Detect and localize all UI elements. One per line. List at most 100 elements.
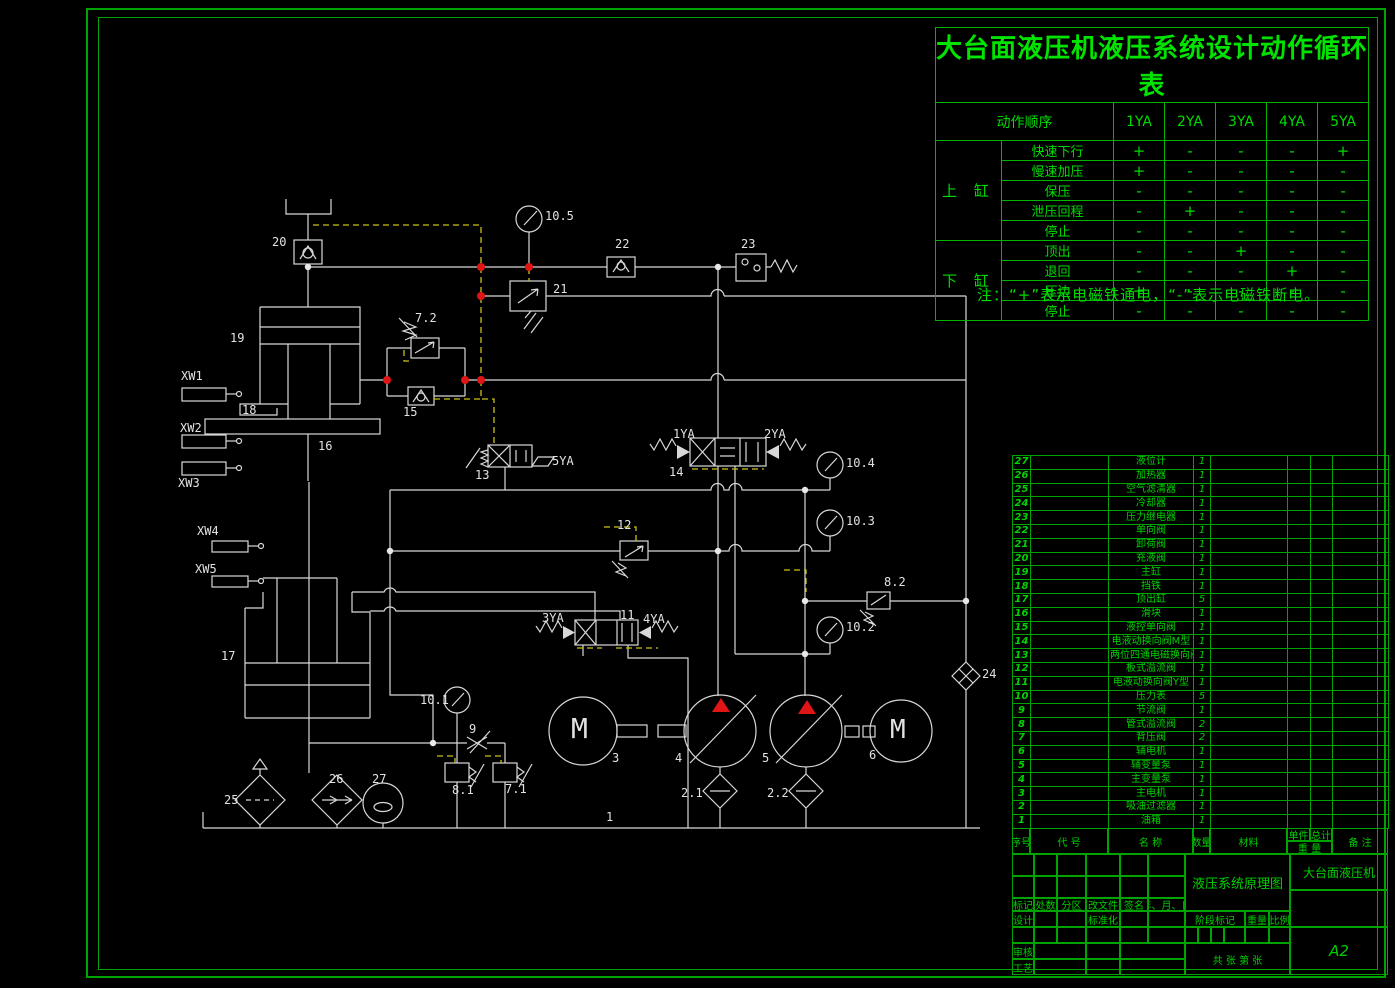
drawing-title: 液压系统原理图: [1185, 854, 1290, 911]
solenoid-header: 4YA: [1266, 102, 1318, 141]
state-cell: -: [1164, 140, 1216, 161]
bom-row: 3 主电机 1: [1012, 786, 1389, 801]
bom-remark: [1332, 661, 1389, 677]
rev-cell: [1057, 854, 1086, 876]
bom-seq: 12: [1012, 661, 1031, 677]
state-cell: -: [1316, 240, 1370, 261]
bom-seq: 23: [1012, 510, 1031, 525]
bom-total: [1310, 730, 1333, 746]
bom-material: [1210, 592, 1288, 608]
bom-total: [1310, 523, 1333, 539]
bom-total: [1310, 799, 1333, 815]
component-label: 22: [615, 237, 630, 251]
state-cell: -: [1113, 240, 1165, 261]
limit-switch-xw2: [181, 434, 243, 449]
bom-total: [1310, 551, 1333, 567]
bom-qty: 1: [1193, 620, 1211, 636]
component-label: 5YA: [552, 454, 574, 468]
bom-material: [1210, 620, 1288, 636]
component-label: 23: [741, 237, 756, 251]
sig-cell: [1057, 911, 1086, 927]
rev-cell: [1148, 876, 1185, 898]
bom-code: [1030, 634, 1109, 650]
component-label: 25: [224, 793, 239, 807]
bom-code: [1030, 648, 1109, 663]
bom-qty: 2: [1193, 717, 1211, 732]
bom-row: 22 单向阀 1: [1012, 523, 1389, 539]
state-cell: -: [1215, 220, 1267, 241]
pressure-relay-23: [735, 253, 767, 282]
limit-switch-xw5: [211, 575, 265, 588]
bom-qty: 1: [1193, 537, 1211, 553]
component-label: 1YA: [673, 427, 695, 441]
bom-header-total: 总计: [1310, 828, 1332, 841]
bom-code: [1030, 772, 1109, 788]
bom-row: 25 空气滤清器 1: [1012, 482, 1389, 498]
bom-seq: 19: [1012, 565, 1031, 581]
bom-remark: [1332, 786, 1389, 801]
bom-name: 辅变量泵: [1108, 758, 1194, 774]
bom-total: [1310, 634, 1333, 650]
bom-row: 24 冷却器 1: [1012, 496, 1389, 512]
bom-material: [1210, 523, 1288, 539]
bom-remark: [1332, 648, 1389, 663]
state-cell: -: [1113, 300, 1165, 321]
bom-unit: [1287, 675, 1311, 691]
rev-cell: [1086, 854, 1120, 876]
bom-qty: 1: [1193, 675, 1211, 691]
bom-seq: 11: [1012, 675, 1031, 691]
bom-name: 吸油过滤器: [1108, 799, 1194, 815]
weight-label: 重量: [1245, 911, 1269, 927]
component-label: 13: [475, 468, 490, 482]
rev-cell: [1057, 876, 1086, 898]
state-cell: -: [1164, 180, 1216, 201]
component-label: 15: [403, 405, 418, 419]
bom-remark: [1332, 551, 1389, 567]
sheets-label: 共 张 第 张: [1185, 943, 1290, 975]
bom-row: 13 两位四通电磁换向阀 1: [1012, 648, 1389, 663]
bom-code: [1030, 675, 1109, 691]
state-cell: -: [1316, 260, 1370, 281]
sig-cell: [1034, 927, 1057, 943]
bom-unit: [1287, 606, 1311, 622]
lower-cylinder-group: 下 缸: [935, 240, 1002, 321]
blank-cell: [1290, 890, 1388, 927]
bom-name: 主变量泵: [1108, 772, 1194, 788]
bom-header-weight: 重 量: [1287, 841, 1332, 854]
bom-unit: [1287, 523, 1311, 539]
cycle-table-note: 注：“+”表示电磁铁通电，“-”表示电磁铁断电。: [977, 286, 1321, 304]
bom-header-qty: 数量: [1193, 828, 1210, 854]
bom-table: 27 液位计 1 26 加热器 1: [1012, 455, 1389, 829]
stage-mark-label: 阶段标记: [1185, 911, 1245, 927]
bom-name: 油箱: [1108, 813, 1194, 829]
bom-unit: [1287, 592, 1311, 608]
bom-qty: 1: [1193, 661, 1211, 677]
bom-unit: [1287, 717, 1311, 732]
component-label: 20: [272, 235, 287, 249]
bom-remark: [1332, 592, 1389, 608]
bom-unit: [1287, 758, 1311, 774]
bom-qty: 1: [1193, 799, 1211, 815]
paper-size: A2: [1290, 927, 1388, 975]
bom-unit: [1287, 510, 1311, 525]
bom-qty: 1: [1193, 744, 1211, 760]
bom-name: 加热器: [1108, 468, 1194, 484]
bom-material: [1210, 455, 1288, 470]
bom-qty: 1: [1193, 758, 1211, 774]
sig-cell: [1120, 911, 1148, 927]
process-label: 工艺: [1012, 959, 1034, 975]
bom-row: 19 主缸 1: [1012, 565, 1389, 581]
rev-header-count: 处数: [1034, 898, 1057, 911]
action-name: 慢速加压: [1001, 160, 1114, 181]
sig-cell: [1086, 959, 1120, 975]
bom-qty: 1: [1193, 634, 1211, 650]
component-label: XW2: [180, 421, 202, 435]
bom-total: [1310, 592, 1333, 608]
pilot-check-valve-15: [407, 386, 435, 406]
state-cell: -: [1215, 260, 1267, 281]
sig-cell: [1120, 927, 1148, 943]
bom-code: [1030, 455, 1109, 470]
component-label: 6: [869, 748, 877, 762]
bom-unit: [1287, 551, 1311, 567]
